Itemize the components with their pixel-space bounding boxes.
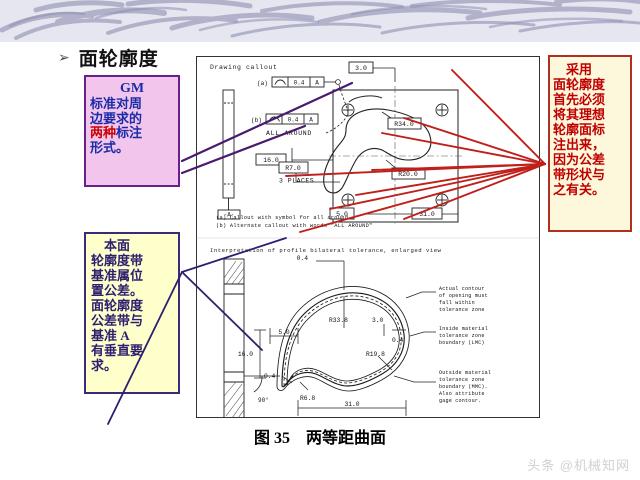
note-line-8: 带形状与 (553, 167, 606, 182)
dim-r33-8: R33.8 (329, 317, 348, 324)
callout-b-datum: A (309, 117, 313, 124)
angle-label-90: 90° (258, 397, 269, 404)
decorative-banner (0, 0, 640, 42)
gm-label: GM (119, 81, 145, 96)
dim-16-0: 16.0 (263, 157, 279, 164)
note-line-7: 因为公差 (553, 152, 606, 167)
dim-b-31-0: 31.0 (344, 401, 359, 408)
dim-r34-0: R34.0 (394, 121, 414, 128)
dim-31-0: 31.0 (419, 211, 435, 218)
annotation-actual-contour-l3: fall within (439, 300, 475, 306)
datum-line-3: 基准属位 (91, 268, 144, 283)
datum-symbol-label: -A- (224, 212, 235, 219)
callout-a-tolerance: 0.4 (294, 80, 305, 87)
dim-r7-0: R7.0 (285, 165, 301, 172)
callout-box-gm: GM 标准对周 边要求的 两种标注 形式。 (84, 75, 180, 187)
bullet-arrow-icon: ➢ (58, 48, 70, 65)
note-line-6: 注出来， (553, 137, 606, 152)
figure-caption: 图 35 两等距曲面 (0, 424, 640, 448)
datum-line-4: 置公差。 (91, 283, 144, 298)
gm-line-2: 边要求的 (90, 110, 143, 126)
footnote-b: (b) Alternate callout with words "ALL AR… (216, 223, 373, 229)
page-title-label: 面轮廓度 (78, 49, 159, 70)
dim-b-5-0: 5.0 (278, 329, 290, 336)
all-around-label: ALL AROUND (266, 130, 312, 137)
dim-r6-8: R6.8 (300, 395, 315, 402)
banner-swoosh-graphic (0, 0, 640, 42)
annotation-mmc-l1: Outside material (439, 370, 491, 376)
annotation-mmc-l2: tolerance zone (439, 377, 485, 383)
gm-line-3-rest: 标注 (116, 125, 143, 140)
dim-b-0-4-top: 0.4 (297, 255, 309, 262)
datum-line-1: 本面 (104, 238, 131, 253)
note-line-5: 轮廓面标 (553, 122, 606, 137)
gm-highlight: 两种 (90, 125, 117, 140)
dim-r34-group: R34.0 (387, 117, 422, 130)
annotation-actual-contour-l1: Actual contour (439, 286, 485, 292)
drawing-top-title: Drawing callout (210, 64, 278, 71)
dim-b-16-0: 16.0 (238, 351, 253, 358)
gm-line-3: 两种标注 (90, 125, 174, 141)
page-title: ➢ 面轮廓度 (58, 44, 159, 71)
places-note: 3 PLACES (279, 178, 314, 185)
datum-line-6: 公差带与 (91, 313, 144, 328)
dim-r7-group: R7.0 (278, 161, 309, 174)
annotation-lmc-l2: tolerance zone (439, 333, 485, 339)
callout-box-note: 采用 面轮廓度 首先必须 将其理想 轮廓面标 注出来， 因为公差 带形状与 之有… (548, 55, 632, 232)
dim-b-0-4-right: 0.4 (392, 337, 404, 344)
watermark: 头条 @机械知网 (527, 458, 630, 473)
annotation-lmc-l3: boundary (LMC) (439, 340, 485, 346)
callout-a-datum: A (315, 80, 319, 87)
annotation-mmc-l3: boundary (MMC). (439, 384, 488, 390)
callout-b-tolerance: 0.4 (288, 117, 299, 124)
callout-box-datum: 本面 轮廓度带 基准属位 置公差。 面轮廓度 公差带与 基准 A 有垂直要 求。 (84, 232, 180, 394)
callout-b-prefix: (b) (251, 117, 262, 124)
dim-b-0-4-lower: 0.4 (264, 373, 276, 380)
datum-line-2: 轮廓度带 (91, 253, 144, 268)
dim-3-0-group: 3.0 (348, 61, 374, 74)
annotation-actual-contour-l2: of opening must (439, 293, 488, 299)
dim-r19-8: R19.8 (366, 351, 385, 358)
note-line-9: 之有关。 (553, 182, 606, 197)
dim-r20-0: R20.0 (398, 171, 418, 178)
datum-line-5: 面轮廓度 (91, 298, 144, 313)
dim-r20-group: R20.0 (391, 167, 426, 180)
note-line-4: 将其理想 (553, 107, 606, 122)
engineering-drawing-svg: Drawing callout -A- (a) 0.4 A (196, 56, 540, 418)
note-line-3: 首先必须 (553, 92, 606, 107)
datum-line-8: 有垂直要 (91, 343, 144, 358)
figure-number: 图 35 (253, 430, 290, 447)
gm-line-1: 标准对周 (90, 96, 143, 111)
dim-3-0: 3.0 (355, 65, 367, 72)
annotation-mmc-l4: Also attribute (439, 391, 485, 397)
note-line-2: 面轮廓度 (553, 77, 606, 92)
dim-b-3-0: 3.0 (372, 317, 384, 324)
figure-caption-text: 两等距曲面 (306, 430, 387, 447)
footnote-a: (a) Callout with symbol for all around. (216, 215, 352, 221)
datum-line-9: 求。 (91, 358, 118, 373)
callout-a-prefix: (a) (257, 80, 268, 87)
annotation-actual-contour-l4: tolerance zone (439, 307, 485, 313)
drawing-bottom-title: Interpretation of profile bilateral tole… (210, 247, 442, 254)
engineering-drawing-panel: Drawing callout -A- (a) 0.4 A (196, 56, 540, 418)
note-line-1: 采用 (566, 62, 593, 77)
annotation-lmc-l1: Inside material (439, 326, 488, 332)
datum-line-7: 基准 A (91, 328, 130, 343)
annotation-mmc-l5: gage contour. (439, 398, 481, 404)
gm-line-4: 形式。 (90, 139, 130, 155)
dim-31-0-group: 31.0 (411, 207, 443, 220)
